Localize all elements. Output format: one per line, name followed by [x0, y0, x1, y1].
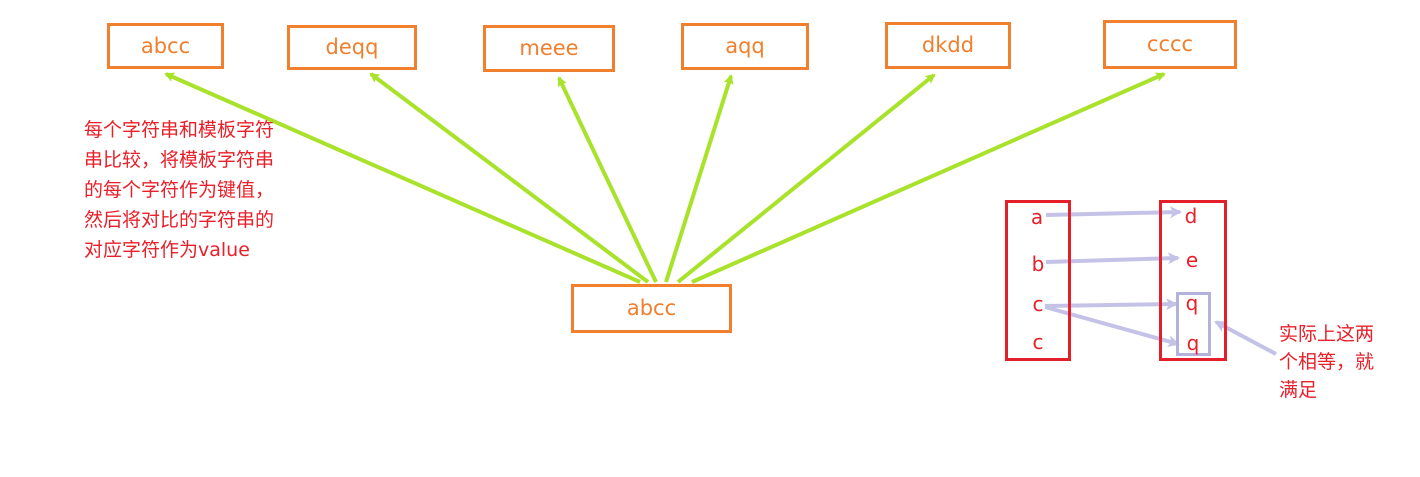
side-note-line: 个相等，就: [1279, 351, 1375, 373]
note-line: 然后将对比的字符串的: [84, 209, 275, 231]
arrow-to-word-4: [664, 74, 734, 283]
side-annotation: 实际上这两 个相等，就 满足: [1279, 320, 1374, 404]
arrow-to-word-1: [164, 72, 641, 284]
key-letter: b: [1031, 252, 1045, 276]
word-box-3: meee: [483, 25, 615, 72]
map-arrow-c-q2: [1044, 305, 1180, 348]
side-note-line: 满足: [1279, 379, 1318, 401]
arrow-to-word-5: [676, 73, 936, 284]
word-box-1: abcc: [107, 23, 224, 69]
note-line: 对应字符作为value: [84, 239, 250, 261]
key-column: [1005, 200, 1071, 361]
note-line: 串比较，将模板字符串: [84, 149, 275, 171]
word-box-6: cccc: [1103, 20, 1237, 69]
equal-values-highlight: [1176, 292, 1211, 356]
key-letter: c: [1032, 292, 1044, 316]
value-letter: d: [1184, 204, 1198, 228]
arrow-to-word-2: [369, 72, 650, 284]
word-box-1-label: abcc: [140, 33, 191, 58]
value-letter: q: [1186, 331, 1200, 355]
value-letter: e: [1185, 248, 1199, 272]
word-box-2: deqq: [287, 25, 417, 70]
note-line: 每个字符串和模板字符: [84, 119, 275, 141]
template-word-box: abcc: [571, 284, 732, 333]
explanation-note: 每个字符串和模板字符 串比较，将模板字符串 的每个字符作为键值， 然后将对比的字…: [84, 115, 274, 265]
word-box-5: dkdd: [885, 22, 1011, 69]
word-box-3-label: meee: [519, 36, 579, 60]
word-box-5-label: dkdd: [921, 33, 975, 57]
map-arrow-c-q1: [1044, 298, 1178, 311]
template-word-label: abcc: [626, 296, 677, 320]
word-box-2-label: deqq: [325, 35, 379, 59]
word-box-4: aqq: [681, 23, 809, 70]
key-letter: c: [1032, 330, 1044, 354]
note-line: 的每个字符作为键值，: [84, 179, 275, 201]
value-letter: q: [1185, 291, 1199, 315]
word-box-6-label: cccc: [1146, 32, 1194, 56]
arrow-to-word-6: [691, 72, 1166, 284]
side-note-line: 实际上这两: [1279, 323, 1375, 345]
key-letter: a: [1030, 205, 1044, 229]
value-column: [1159, 200, 1227, 361]
word-box-4-label: aqq: [725, 34, 765, 58]
arrow-to-word-3: [557, 76, 658, 283]
